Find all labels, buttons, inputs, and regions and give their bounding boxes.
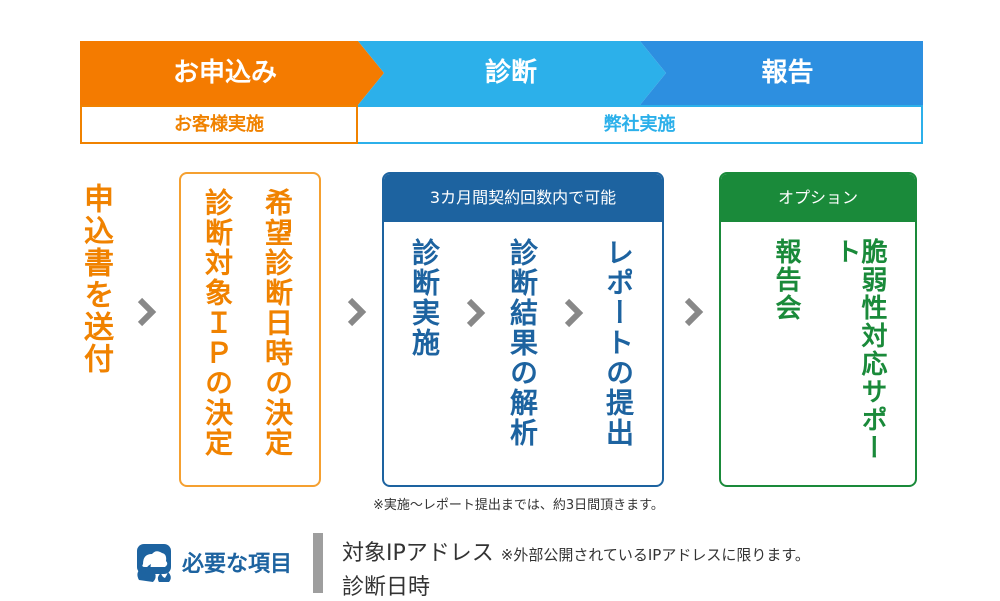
chevron-right-icon — [347, 297, 367, 327]
chevron-right-icon — [137, 297, 157, 327]
phase-arrows — [80, 41, 923, 105]
phase-arrow-apply — [80, 41, 384, 105]
responsibility-customer: お客様実施 — [80, 105, 358, 144]
decide-diagnosis-datetime: 希望診断日時の決定 — [261, 188, 294, 458]
diag-execution: 診断実施 — [408, 238, 441, 358]
decision-box: 希望診断日時の決定 診断対象ＩＰの決定 — [179, 172, 321, 487]
diagnosis-box-header: 3カ月間契約回数内で可能 — [384, 174, 662, 222]
decide-target-ip: 診断対象ＩＰの決定 — [201, 188, 234, 458]
requirements-title: 必要な項目 — [182, 552, 293, 577]
phase-band: お申込み 診断 報告 — [80, 41, 923, 105]
requirement-target-ip: 対象IPアドレス ※外部公開されているIPアドレスに限ります。 — [342, 535, 810, 567]
requirement-datetime: 診断日時 — [342, 575, 431, 600]
cloud-fire-icon — [137, 544, 171, 582]
requirements-divider — [313, 533, 323, 593]
chevron-right-icon — [684, 297, 704, 327]
step-send-application: 申込書を送付 — [78, 183, 113, 375]
phase-arrow-report — [640, 41, 923, 105]
option-box: オプション 脆弱性対応サポート 報告会 — [719, 172, 917, 487]
diagnosis-box: 3カ月間契約回数内で可能 診断実施 診断結果の解析 レポートの提出 — [382, 172, 664, 487]
diag-result-analysis: 診断結果の解析 — [506, 238, 539, 448]
option-box-header: オプション — [721, 174, 915, 222]
duration-note: ※実施〜レポート提出までは、約3日間頂きます。 — [373, 498, 664, 513]
option-vulnerability-support: 脆弱性対応サポート — [831, 238, 887, 462]
chevron-right-icon — [466, 298, 486, 328]
phase-arrow-diagnosis — [358, 41, 666, 105]
diag-report-submission: レポートの提出 — [602, 238, 635, 448]
phase-label-diagnosis: 診断 — [484, 58, 537, 88]
requirement-target-ip-label: 対象IPアドレス — [342, 541, 494, 566]
option-debrief-meeting: 報告会 — [771, 238, 801, 322]
phase-label-report: 報告 — [761, 58, 814, 88]
requirement-target-ip-note: ※外部公開されているIPアドレスに限ります。 — [500, 546, 810, 564]
phase-label-apply: お申込み — [172, 58, 277, 88]
responsibility-company: 弊社実施 — [358, 105, 923, 144]
chevron-right-icon — [564, 298, 584, 328]
